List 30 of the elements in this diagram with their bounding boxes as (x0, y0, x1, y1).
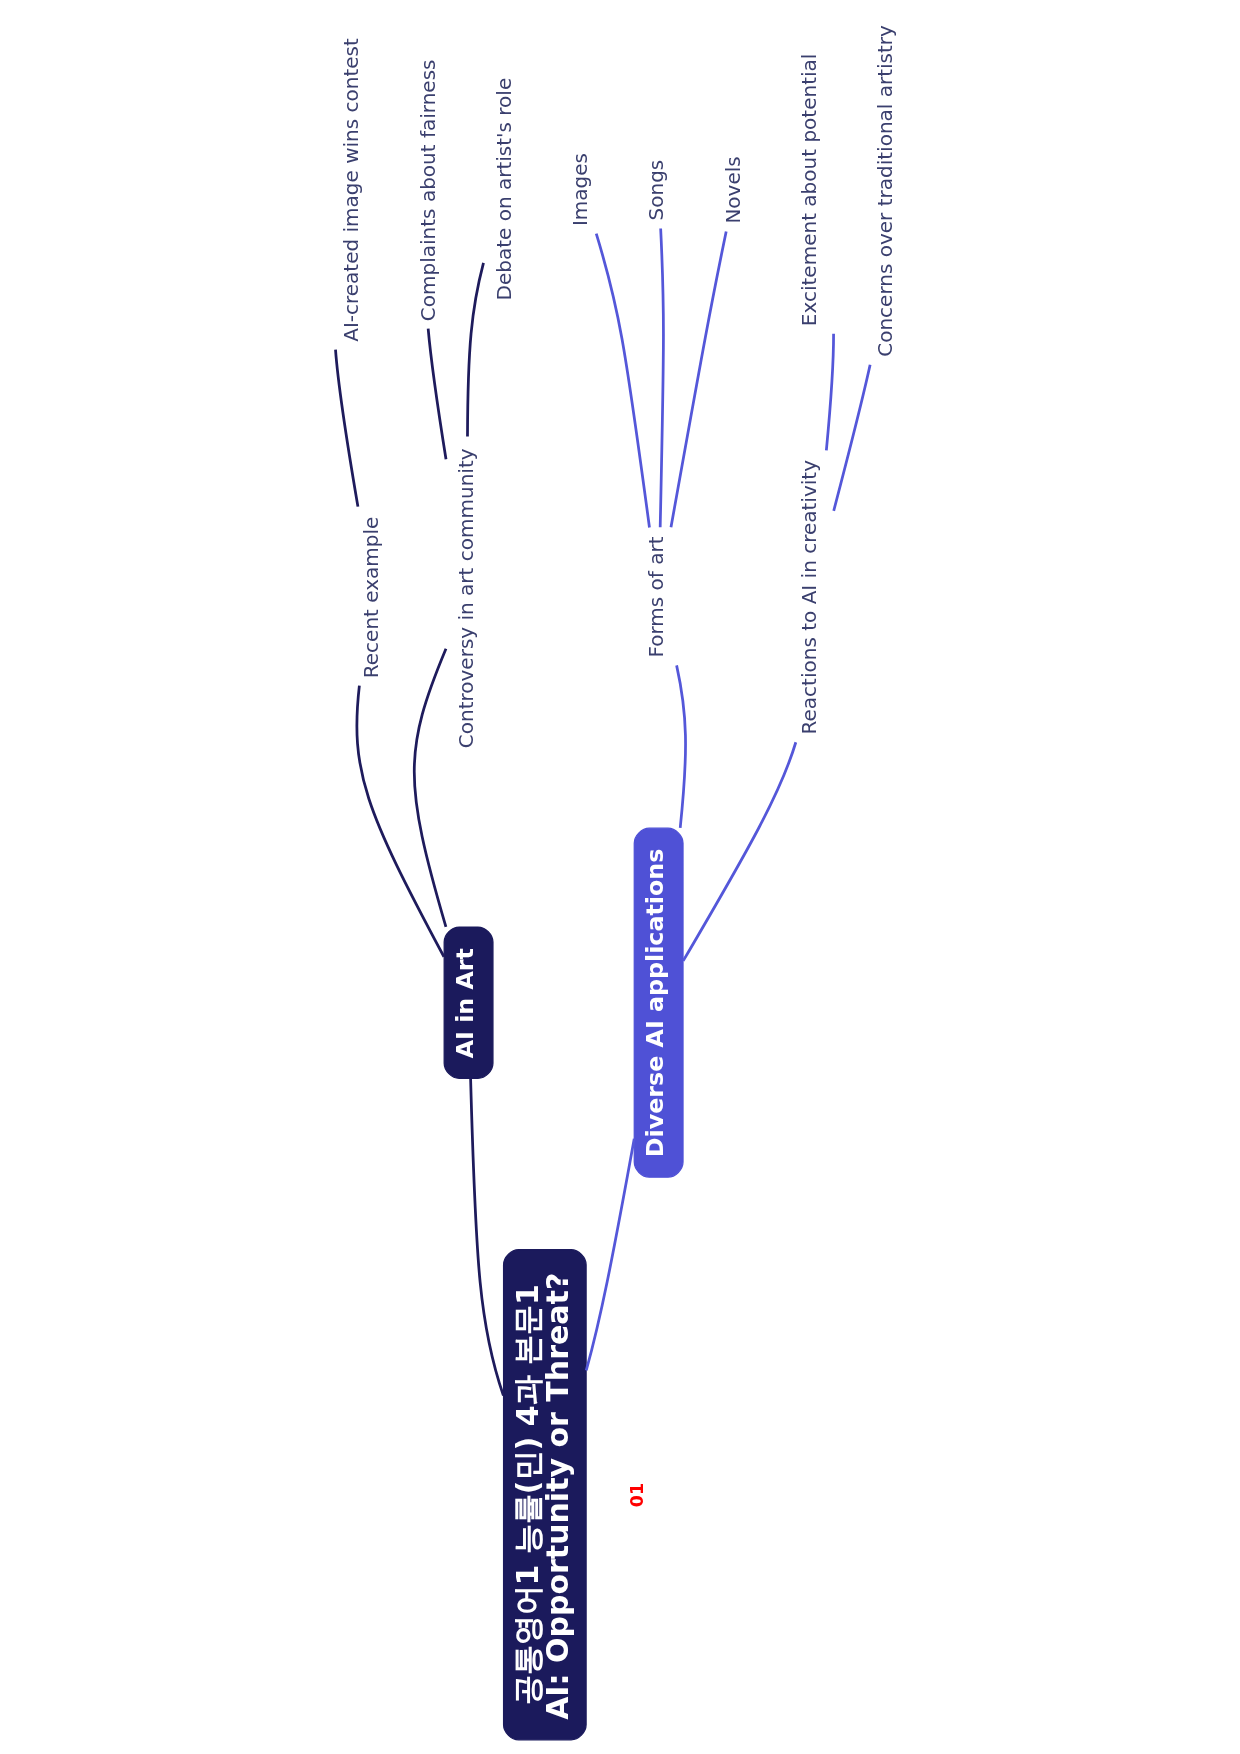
connector (824, 333, 835, 451)
node-text: Images (567, 153, 592, 227)
connector (681, 741, 797, 962)
connector (584, 1138, 636, 1371)
node-text: Excitement about potential (796, 53, 821, 327)
node-text: Concerns over traditional artistry (872, 25, 897, 357)
connector (674, 665, 687, 829)
node-text: AI-created image wins contest (338, 38, 363, 342)
node-text: Recent example (358, 516, 383, 679)
node-text: Songs (643, 159, 668, 221)
label: 01 (626, 1482, 647, 1508)
node-text: Controversy in art community (453, 448, 478, 749)
connector (333, 349, 359, 507)
node-text: Novels (720, 156, 745, 224)
connector (426, 328, 447, 460)
connector (831, 364, 871, 512)
node-text: Debate on artist's role (491, 77, 516, 301)
connector (354, 685, 445, 958)
connector (594, 233, 651, 528)
connector (465, 262, 485, 437)
node-text: Reactions to AI in creativity (796, 460, 821, 735)
connector (669, 231, 728, 528)
node-box: Diverse AI applications (633, 827, 684, 1178)
node-text: Forms of art (643, 536, 668, 658)
connector (412, 648, 447, 928)
connector (468, 1078, 505, 1396)
connector (658, 228, 665, 528)
node-text: Complaints about fairness (415, 59, 440, 322)
node-box: AI in Art (443, 926, 494, 1079)
node-box: 공통영어1 능률(민) 4과 본문1 AI: Opportunity or Threat? (502, 1249, 587, 1741)
